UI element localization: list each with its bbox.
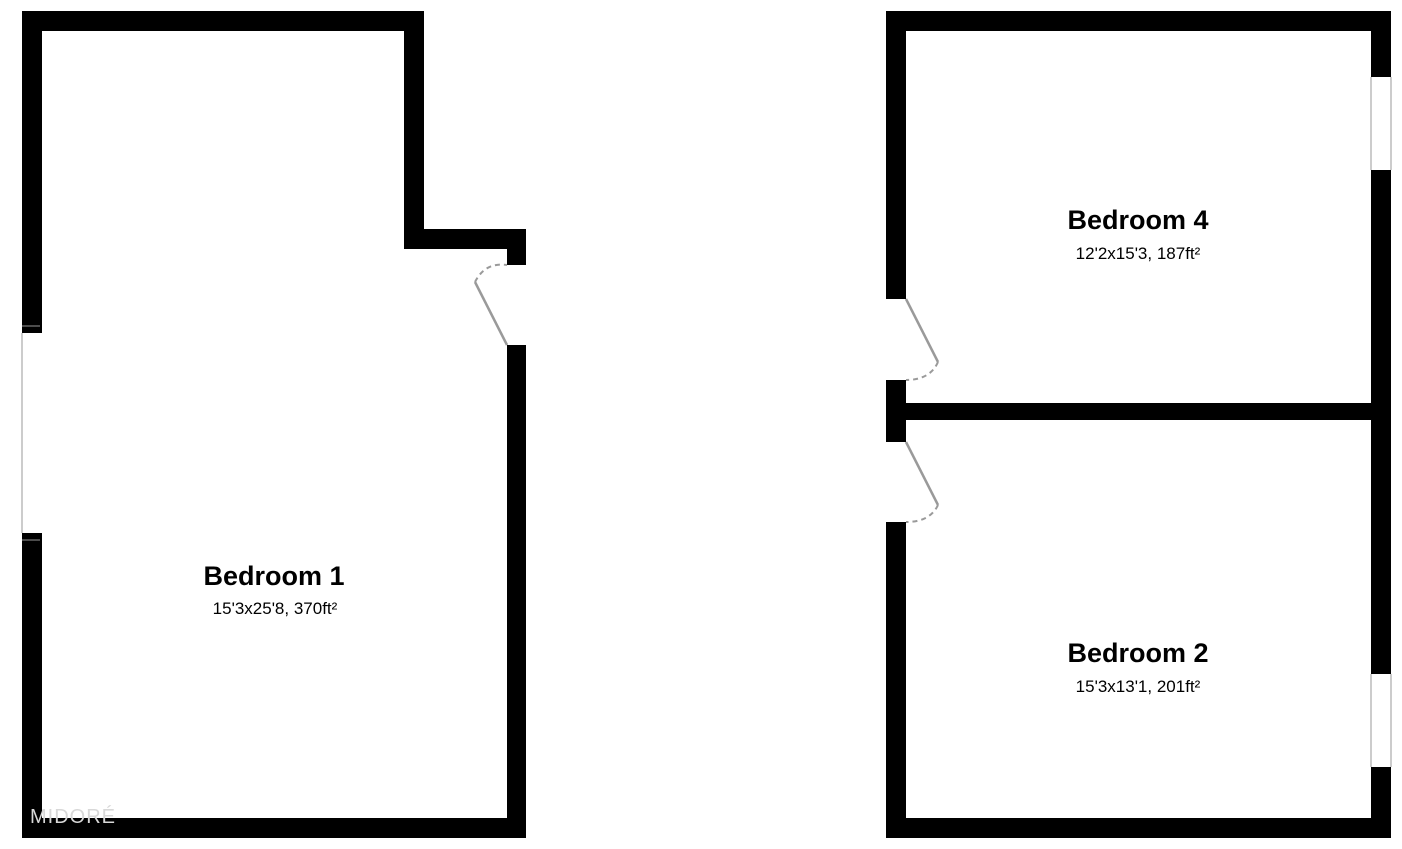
bedroom-1-wall-left-lower (22, 533, 42, 838)
bedroom-1-wall-notch-horizontal (404, 229, 526, 249)
bedroom-2-window (1370, 674, 1392, 767)
right-wall-upper (1371, 11, 1391, 77)
bedroom-1-window (21, 325, 42, 541)
bedroom-1-wall-left-upper (22, 11, 42, 333)
bedroom-1-door (473, 263, 509, 346)
bedroom-1-wall-bottom (22, 818, 526, 838)
bedroom-4-wall-top (886, 11, 1391, 31)
bedroom-1-walls (22, 11, 526, 838)
bedroom-4-door (904, 298, 940, 381)
watermark: MIDORÉ (30, 805, 116, 828)
bedroom-1-dimensions: 15'3x25'8, 370ft² (213, 599, 338, 618)
bedroom-4-dimensions: 12'2x15'3, 187ft² (1076, 244, 1201, 263)
bedroom-2-wall-bottom (886, 818, 1391, 838)
bedroom-1-wall-notch-vertical (404, 11, 424, 249)
right-wall-middle (1371, 170, 1391, 674)
bedroom-1-wall-right-stub (507, 229, 526, 265)
right-block-walls (886, 11, 1391, 838)
bedroom-2-door (904, 441, 940, 523)
bedroom-4-window (1370, 77, 1392, 170)
bedroom-2-wall-left (886, 522, 906, 838)
partition-wall (886, 403, 1391, 420)
bedroom-2-dimensions: 15'3x13'1, 201ft² (1076, 677, 1201, 696)
bedroom-4-wall-left (886, 11, 906, 299)
bedroom-1-wall-top (22, 11, 424, 31)
bedroom-1-name: Bedroom 1 (203, 561, 344, 591)
bedroom-2-name: Bedroom 2 (1067, 638, 1208, 668)
bedroom-4-name: Bedroom 4 (1067, 205, 1208, 235)
bedroom-1-wall-right (507, 345, 526, 838)
